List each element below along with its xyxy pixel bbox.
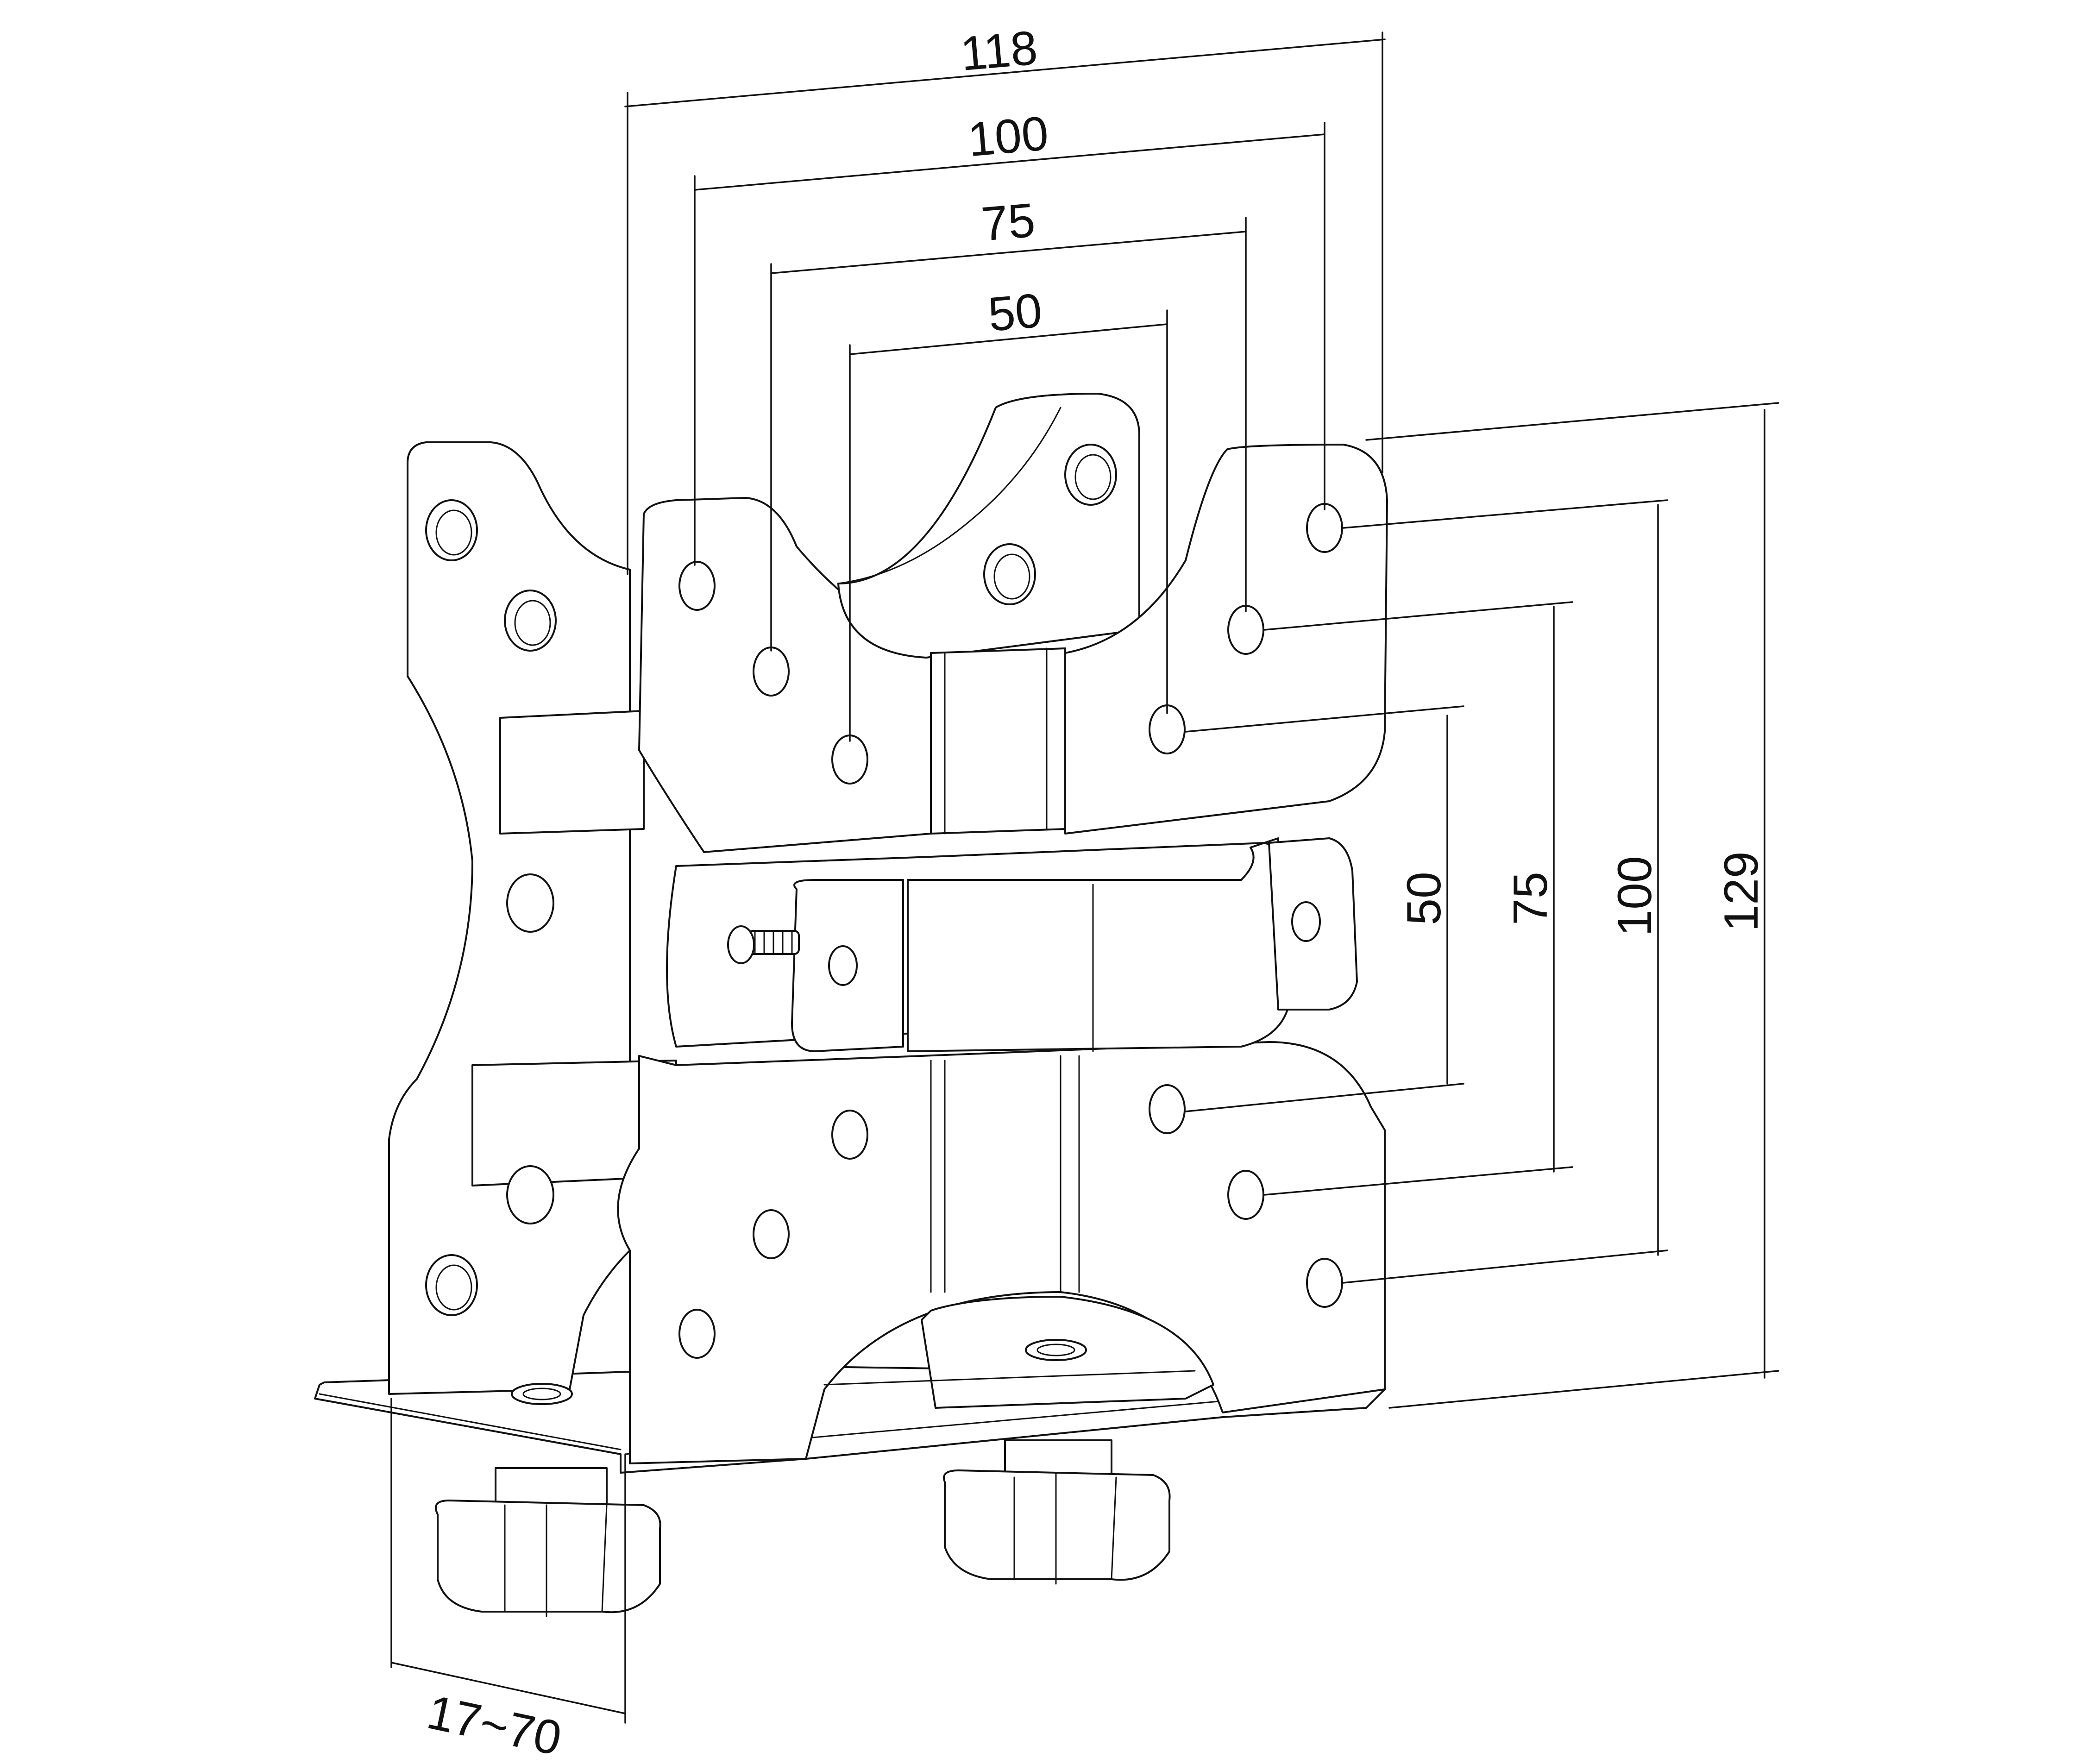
lower-clamp-body [617, 1041, 1386, 1464]
horizontal-dimension-lines [624, 31, 1386, 742]
dim-label-50-vertical: 50 [1397, 872, 1451, 925]
side-bolt [727, 901, 1321, 986]
front-vesa-plate [638, 393, 1388, 853]
dim-label-129: 129 [1715, 851, 1768, 932]
dim-label-118: 118 [958, 21, 1039, 81]
dim-label-75-horizontal: 75 [979, 193, 1037, 251]
dim-label-100-horizontal: 100 [966, 107, 1050, 167]
right-knob [943, 1439, 1171, 1585]
dim-label-50-horizontal: 50 [986, 283, 1044, 342]
dim-label-clamp-range: 17~70 [422, 1685, 566, 1764]
clamp-range-dimension [390, 1398, 626, 1724]
mounting-holes [425, 444, 1343, 1405]
dim-label-100-vertical: 100 [1608, 856, 1662, 936]
left-knob [434, 1467, 661, 1617]
slide-rails [471, 710, 677, 1186]
back-vesa-plate [388, 441, 631, 1395]
dim-label-75-vertical: 75 [1504, 872, 1558, 925]
center-strap [666, 837, 1358, 1052]
vertical-dimension-lines [1185, 402, 1779, 1409]
